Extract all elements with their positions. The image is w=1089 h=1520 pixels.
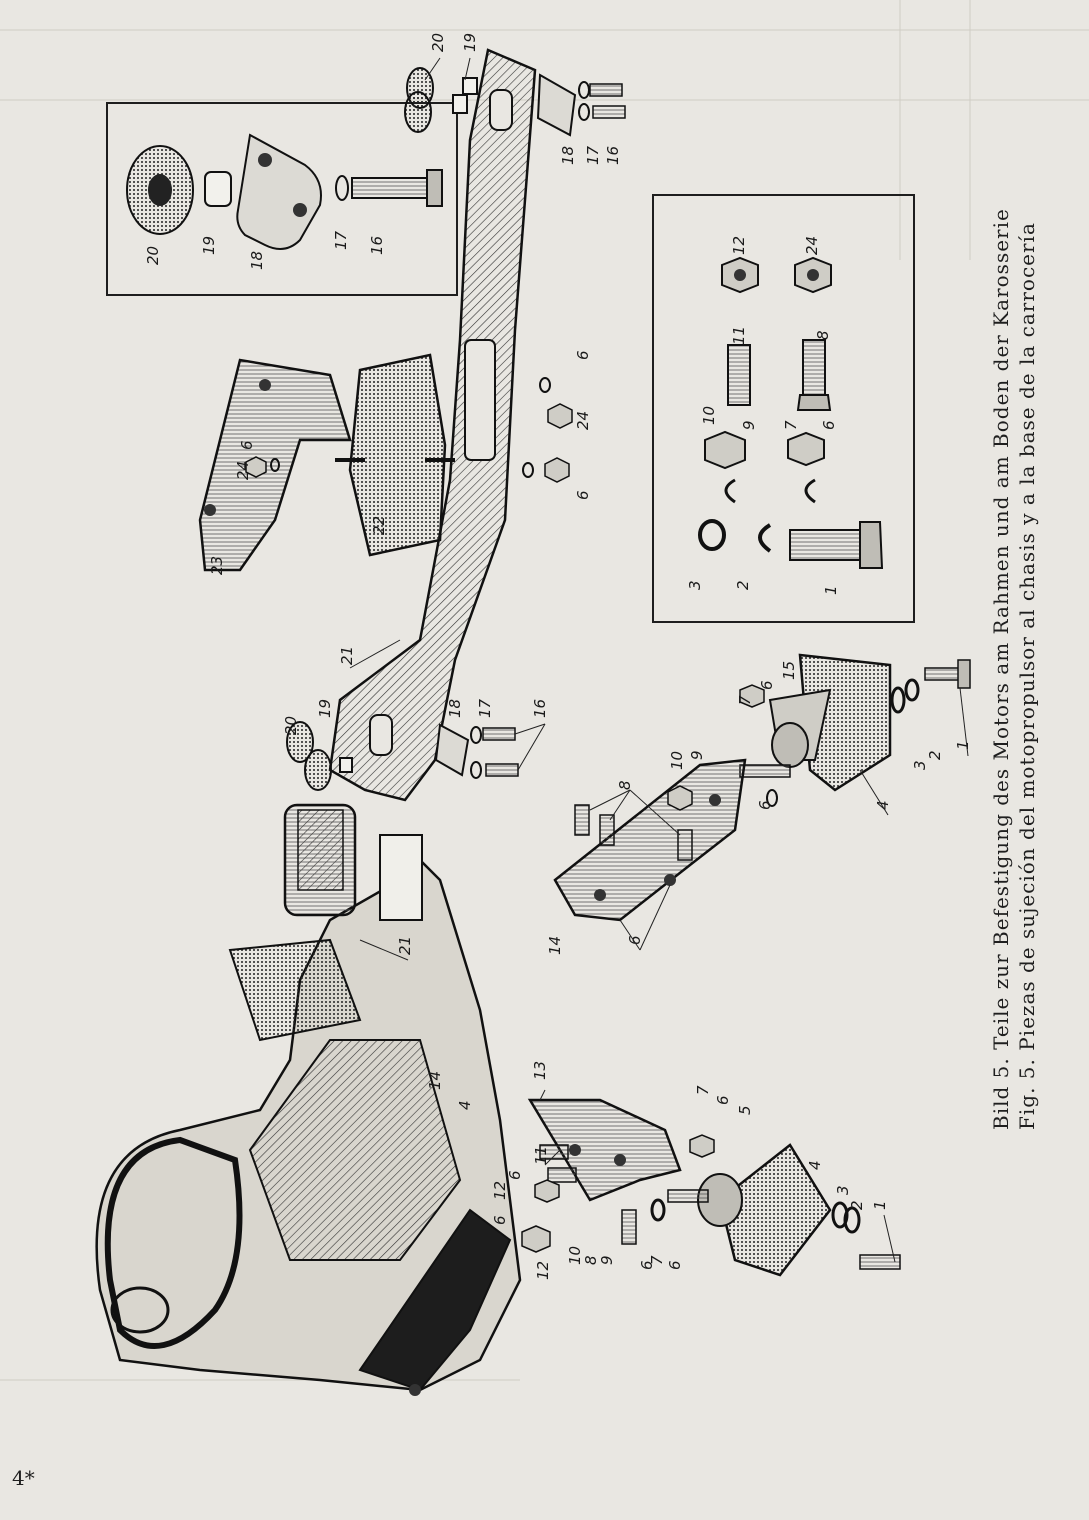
callout: 21 xyxy=(338,646,356,665)
callout: 18 xyxy=(559,146,577,165)
callout: 17 xyxy=(476,698,494,718)
page-number: 4* xyxy=(12,1466,35,1490)
callout: 22 xyxy=(370,516,388,535)
callout: 4 xyxy=(806,1160,824,1170)
callout: 6 xyxy=(666,1260,684,1270)
callout: 8 xyxy=(616,780,634,790)
callout: 3 xyxy=(686,580,704,590)
callout: 6 xyxy=(574,350,592,360)
inset-box-fasteners: 12 24 11 8 10 9 7 6 3 2 1 xyxy=(652,194,915,623)
callout: 20 xyxy=(429,33,447,52)
callout: 24 xyxy=(234,461,252,480)
crossmember-nuts xyxy=(245,377,573,483)
rubber-block-mount xyxy=(335,353,455,557)
callout: 19 xyxy=(461,33,479,52)
callout: 6 xyxy=(820,420,838,430)
callout: 9 xyxy=(740,420,758,430)
left-engine-mount xyxy=(521,1098,901,1277)
callout: 7 xyxy=(782,420,800,430)
callout: 1 xyxy=(954,740,972,750)
bottom-buffers xyxy=(286,721,519,791)
callout: 19 xyxy=(200,236,218,255)
callout: 5 xyxy=(736,1105,754,1115)
callout: 13 xyxy=(531,1061,549,1080)
callout: 12 xyxy=(491,1181,509,1200)
callout: 7 xyxy=(648,1255,666,1265)
inset-left-labels: 20 19 18 17 16 xyxy=(144,230,386,270)
callout: 14 xyxy=(426,1071,444,1090)
callout: 11 xyxy=(730,326,748,345)
callout: 6 xyxy=(574,490,592,500)
callout: 6 xyxy=(491,1215,509,1225)
background-table-ghost xyxy=(0,0,1089,1381)
callout: 6 xyxy=(238,440,256,450)
callout: 20 xyxy=(282,716,300,735)
callout: 17 xyxy=(332,230,350,250)
callout: 7 xyxy=(736,695,754,705)
callout: 8 xyxy=(814,330,832,340)
figure-caption-spanish: Fig. 5. Piezas de sujeción del motopropu… xyxy=(1015,222,1039,1130)
main-callouts: 20 19 18 17 16 6 24 6 24 6 23 22 21 20 1… xyxy=(208,33,972,1280)
callout: 19 xyxy=(316,699,334,718)
callout: 16 xyxy=(368,236,386,255)
callout: 17 xyxy=(584,145,602,165)
callout: 18 xyxy=(248,251,266,270)
callout: 4 xyxy=(456,1100,474,1110)
callout: 2 xyxy=(848,1200,866,1210)
top-fasteners xyxy=(536,73,626,137)
callout: 12 xyxy=(534,1261,552,1280)
bracket-14 xyxy=(553,758,747,922)
callout: 3 xyxy=(834,1185,852,1195)
callout: 9 xyxy=(688,750,706,760)
callout: 6 xyxy=(506,1170,524,1180)
callout: 1 xyxy=(871,1200,889,1210)
callout: 21 xyxy=(396,936,414,955)
callout: 12 xyxy=(730,236,748,255)
callout: 14 xyxy=(546,936,564,955)
callout: 15 xyxy=(780,661,798,680)
engine-assembly xyxy=(95,803,522,1396)
callout: 10 xyxy=(566,1246,584,1265)
callout: 7 xyxy=(694,1085,712,1095)
leader-lines xyxy=(349,57,969,1263)
callout: 20 xyxy=(144,246,162,265)
callout: 16 xyxy=(531,699,549,718)
callout: 18 xyxy=(446,699,464,718)
callout: 16 xyxy=(604,146,622,165)
callout: 10 xyxy=(700,406,718,425)
callout: 6 xyxy=(758,680,776,690)
callout: 10 xyxy=(668,751,686,770)
figure-caption-german: Bild 5. Teile zur Befestigung des Motors… xyxy=(989,208,1013,1130)
callout: 6 xyxy=(626,935,644,945)
callout: 4 xyxy=(874,800,892,810)
crossmember xyxy=(328,48,537,802)
callout: 24 xyxy=(574,411,592,430)
callout: 2 xyxy=(734,580,752,590)
callout: 6 xyxy=(714,1095,732,1105)
inset-box-washer-detail: 20 19 18 17 16 xyxy=(106,102,458,296)
bracket-23 xyxy=(198,358,352,572)
right-engine-mount xyxy=(739,653,971,807)
callout: 6 xyxy=(756,800,774,810)
callout: 24 xyxy=(803,236,821,255)
callout: 23 xyxy=(208,556,226,575)
callout: 9 xyxy=(598,1255,616,1265)
inset-right-labels: 12 24 11 8 10 9 7 6 3 2 1 xyxy=(686,236,840,595)
callout: 11 xyxy=(532,1146,550,1165)
callout: 1 xyxy=(822,585,840,595)
callout: 6 xyxy=(638,1260,656,1270)
callout: 8 xyxy=(582,1255,600,1265)
callout: 2 xyxy=(926,750,944,760)
callout: 3 xyxy=(911,760,929,770)
